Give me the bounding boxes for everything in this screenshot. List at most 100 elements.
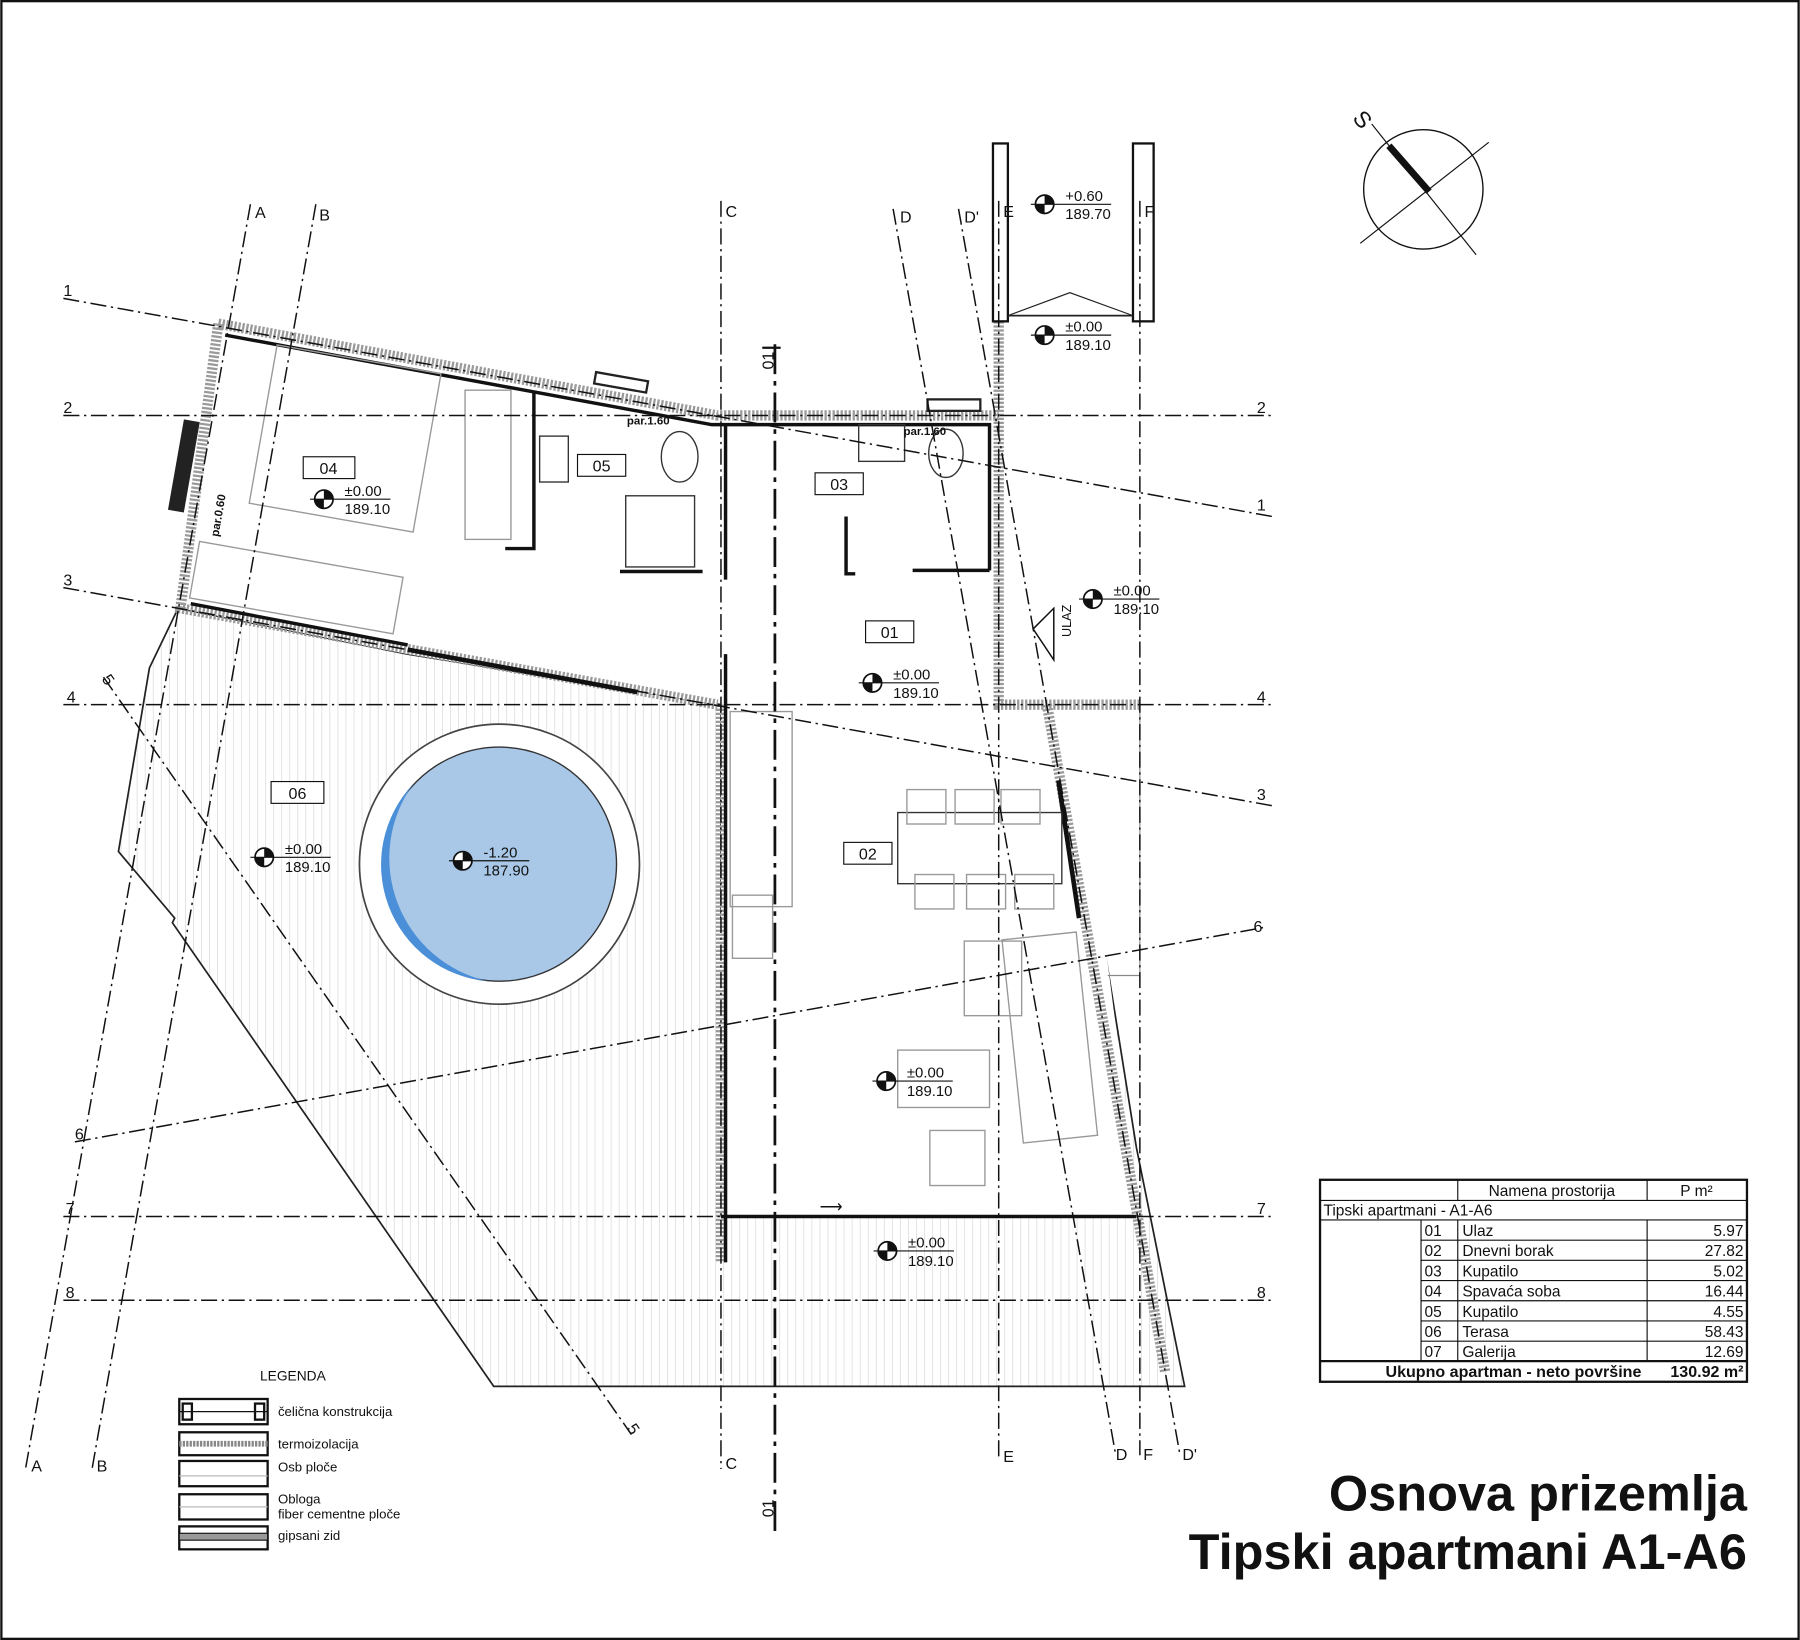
entrance-arrow-icon bbox=[1032, 606, 1055, 663]
level-value: ±0.00 bbox=[908, 1236, 945, 1252]
row-area: 5.97 bbox=[1713, 1223, 1743, 1240]
legend: LEGENDA čelična konstrukcija termoizolac… bbox=[178, 1369, 400, 1551]
legend-insulation: termoizolacija bbox=[278, 1436, 359, 1451]
parapet-note-bath5: par.1.60 bbox=[627, 416, 670, 428]
level-value: ±0.00 bbox=[893, 667, 930, 683]
level-value: ±0.00 bbox=[1065, 320, 1102, 336]
level-absolute: 189.10 bbox=[1065, 338, 1111, 354]
level-value: +0.60 bbox=[1065, 189, 1103, 205]
axis-label-3-right: 3 bbox=[1257, 786, 1266, 804]
room-label-02: 02 bbox=[859, 846, 877, 864]
axis-label-4-left: 4 bbox=[67, 688, 76, 706]
axis-label-a-bottom: A bbox=[31, 1457, 42, 1475]
row-name: Kupatilo bbox=[1462, 1263, 1518, 1280]
axis-label-3-left: 3 bbox=[63, 571, 72, 589]
table-header-name: Namena prostorija bbox=[1489, 1183, 1616, 1200]
row-name: Kupatilo bbox=[1462, 1304, 1518, 1321]
axis-label-f-bottom: F bbox=[1143, 1446, 1153, 1464]
pool bbox=[358, 723, 641, 1006]
level-absolute: 189.10 bbox=[285, 860, 331, 876]
level-value: ±0.00 bbox=[1113, 584, 1150, 600]
section-label-bottom: 01 bbox=[760, 1499, 778, 1517]
level-absolute: 189.10 bbox=[1113, 602, 1159, 618]
row-area: 16.44 bbox=[1705, 1284, 1744, 1301]
north-arrow-icon: S bbox=[1348, 105, 1490, 256]
axis-label-b-bottom: B bbox=[97, 1457, 108, 1475]
level-value: ±0.00 bbox=[285, 842, 322, 858]
table-row: 02 Dnevni borak 27.82 bbox=[1421, 1239, 1747, 1260]
level-absolute: 189.70 bbox=[1065, 207, 1111, 223]
axis-label-6-right: 6 bbox=[1253, 918, 1262, 936]
drawing-subtitle: Tipski apartmani A1-A6 bbox=[1189, 1523, 1747, 1580]
axis-label-8-left: 8 bbox=[66, 1284, 75, 1302]
level-marker: ±0.00 189.10 bbox=[872, 1066, 953, 1100]
legend-cladding: Obloga bbox=[278, 1491, 321, 1506]
interior-floor-upper bbox=[180, 323, 718, 705]
axis-label-c-top: C bbox=[726, 203, 738, 221]
axis-label-2-right: 2 bbox=[1257, 399, 1266, 417]
parapet-note-bath3: par.1.60 bbox=[903, 426, 946, 438]
axis-label-d-top: D bbox=[900, 209, 912, 227]
level-absolute: 189.10 bbox=[908, 1254, 954, 1270]
room-label-03: 03 bbox=[830, 476, 848, 494]
row-name: Galerija bbox=[1462, 1344, 1516, 1361]
axis-label-2-left: 2 bbox=[63, 399, 72, 417]
axis-label-e-top: E bbox=[1003, 203, 1014, 221]
interior-floor-right bbox=[720, 415, 999, 709]
grid-axes: A B C D D' E F A B C E D F D' 1 1 2 2 3 … bbox=[24, 200, 1272, 1533]
room-label-01: 01 bbox=[881, 624, 899, 642]
row-number: 07 bbox=[1424, 1344, 1441, 1361]
level-marker: ±0.00 189.10 bbox=[310, 484, 391, 518]
room-label-05: 05 bbox=[593, 458, 611, 476]
level-marker: +0.60 189.70 bbox=[1030, 189, 1112, 223]
room-area-table: Namena prostorija P m² Tipski apartmani … bbox=[1318, 1178, 1749, 1383]
table-row: 03 Kupatilo 5.02 bbox=[1421, 1259, 1747, 1280]
row-name: Dnevni borak bbox=[1462, 1243, 1553, 1260]
level-marker: ±0.00 189.10 bbox=[873, 1236, 954, 1270]
row-area: 27.82 bbox=[1705, 1243, 1744, 1260]
row-number: 05 bbox=[1424, 1304, 1441, 1321]
level-marker: ±0.00 189.10 bbox=[858, 667, 940, 702]
level-value: ±0.00 bbox=[907, 1066, 944, 1082]
level-value: ±0.00 bbox=[345, 484, 382, 500]
level-marker: -1.20 187.90 bbox=[448, 845, 530, 880]
room-label-06: 06 bbox=[289, 785, 307, 803]
axis-label-e-bottom: E bbox=[1003, 1448, 1014, 1466]
axis-label-b-top: B bbox=[319, 206, 330, 224]
level-marker: ±0.00 189.10 bbox=[250, 842, 331, 876]
row-number: 01 bbox=[1424, 1223, 1441, 1240]
axis-label-dprime-bottom: D' bbox=[1182, 1446, 1197, 1464]
axis-label-6-left: 6 bbox=[75, 1126, 84, 1144]
axis-label-c-bottom: C bbox=[726, 1455, 738, 1473]
row-area: 5.02 bbox=[1713, 1263, 1743, 1280]
level-absolute: 187.90 bbox=[483, 864, 529, 880]
level-marker: ±0.00 189.10 bbox=[1079, 584, 1160, 618]
axis-label-8-right: 8 bbox=[1257, 1284, 1266, 1302]
table-group-label: Tipski apartmani - A1-A6 bbox=[1323, 1202, 1492, 1219]
level-marker: ±0.00 189.10 bbox=[1030, 320, 1112, 354]
level-absolute: 189.10 bbox=[345, 502, 391, 518]
level-absolute: 189.10 bbox=[893, 686, 939, 702]
entrance-label: ULAZ bbox=[1060, 604, 1074, 637]
level-value: -1.20 bbox=[483, 845, 517, 861]
legend-steel: čelična konstrukcija bbox=[278, 1404, 393, 1419]
table-row: 07 Galerija 12.69 bbox=[1421, 1340, 1747, 1361]
row-area: 58.43 bbox=[1705, 1324, 1744, 1341]
row-number: 03 bbox=[1424, 1263, 1441, 1280]
row-area: 12.69 bbox=[1705, 1344, 1744, 1361]
level-markers: +0.60 189.70 ±0.00 189.10 ±0.00 189.10 ±0.00 18… bbox=[250, 189, 1160, 1270]
table-header-area: P m² bbox=[1680, 1183, 1712, 1200]
axis-label-a-top: A bbox=[255, 204, 266, 222]
axis-label-1-left: 1 bbox=[63, 282, 72, 300]
axis-label-dprime-top: D' bbox=[964, 209, 979, 227]
row-number: 02 bbox=[1424, 1243, 1441, 1260]
section-label-top: 01 bbox=[760, 352, 778, 370]
axis-label-4-right: 4 bbox=[1257, 688, 1266, 706]
level-absolute: 189.10 bbox=[907, 1084, 953, 1100]
axis-label-7-left: 7 bbox=[66, 1200, 75, 1218]
axis-label-f-top: F bbox=[1144, 203, 1154, 221]
